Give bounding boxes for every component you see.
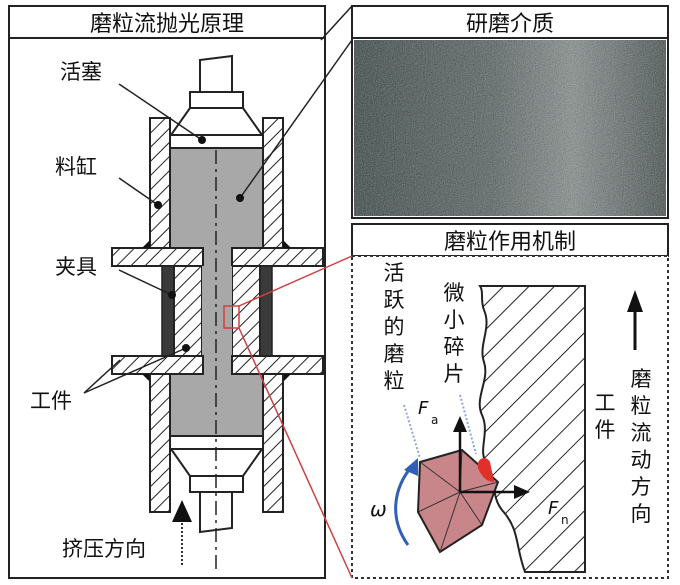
connector-line-top	[320, 5, 353, 41]
rotation-arrow-head	[404, 458, 418, 476]
fixture-plate-lower-left	[111, 355, 204, 375]
label-char: 碎	[444, 335, 465, 359]
label-char: 粒	[384, 369, 405, 393]
label-workpiece: 工件	[30, 389, 72, 413]
weld-mark	[142, 240, 150, 248]
label-char: 片	[444, 362, 465, 386]
label-workpiece-right: 工 件	[595, 391, 616, 442]
label-char: 动	[631, 448, 652, 472]
right-bottom-title-bar	[351, 223, 669, 257]
abrasive-medium-texture	[354, 40, 666, 216]
flow-arrow-head	[627, 290, 643, 312]
leader-line-workpiece-1	[83, 359, 121, 394]
fixture-clamp-left	[161, 265, 175, 357]
cylinder-wall-left-lower	[149, 373, 171, 513]
left-panel-title: 磨粒流抛光原理	[90, 12, 244, 37]
left-panel: 磨粒流抛光原理	[8, 5, 326, 579]
label-char: 磨	[384, 342, 405, 366]
fixture-clamp-right	[259, 265, 273, 357]
label-force-a-subscript: a	[431, 413, 438, 427]
label-char: 小	[444, 308, 465, 332]
label-char: 工	[595, 391, 616, 415]
extrusion-arrow-head	[172, 500, 192, 522]
force-n-arrow-head	[514, 485, 530, 499]
zoom-line-top	[238, 255, 353, 307]
fixture-plate-upper-right	[231, 247, 324, 267]
force-a-arrow-head	[453, 416, 467, 432]
workpiece-left	[173, 265, 203, 357]
left-panel-title-bar	[8, 5, 326, 39]
weld-mark	[142, 374, 150, 382]
label-char: 跃	[384, 288, 405, 312]
label-micro-chips: 微 小 碎 片	[444, 281, 465, 386]
label-char: 的	[384, 315, 405, 339]
leader-dot	[236, 194, 244, 202]
label-active-grain: 活 跃 的 磨 粒	[384, 261, 405, 393]
weld-mark	[283, 240, 291, 248]
workpiece-surface	[478, 285, 586, 573]
leader-dot	[182, 344, 190, 352]
right-top-title-bar	[351, 5, 669, 39]
label-cylinder: 料缸	[55, 155, 97, 179]
label-extrusion-direction: 挤压方向	[62, 537, 146, 561]
leader-dot	[168, 291, 176, 299]
label-char: 粒	[631, 394, 652, 418]
micro-chip	[477, 458, 494, 482]
rotation-arrow-arc	[394, 465, 414, 546]
pointer-active-grain	[403, 404, 421, 459]
label-force-n-subscript: n	[561, 513, 569, 527]
label-force-a: F	[418, 398, 429, 419]
label-piston: 活塞	[60, 60, 102, 84]
label-char: 活	[384, 261, 405, 285]
label-char: 流	[631, 421, 652, 445]
leader-dot	[198, 136, 206, 144]
leader-line-fixture	[118, 269, 173, 296]
label-char: 向	[631, 502, 652, 526]
fixture-plate-upper-left	[111, 247, 204, 267]
label-flow-direction: 磨 粒 流 动 方 向	[631, 367, 652, 526]
label-omega: ω	[370, 497, 387, 521]
label-char: 件	[595, 418, 616, 442]
leader-line-piston	[118, 83, 203, 141]
cylinder-wall-right-lower	[262, 373, 284, 513]
leader-line-medium	[239, 39, 353, 199]
right-top-panel: 研磨介质	[351, 5, 669, 219]
label-char: 磨	[631, 367, 652, 391]
fixture-plate-lower-right	[231, 355, 324, 375]
label-fixture: 夹具	[55, 255, 97, 279]
abrasive-medium-channel	[202, 266, 232, 356]
right-bottom-title: 磨粒作用机制	[444, 230, 576, 255]
piston-rod-collar	[189, 91, 244, 109]
weld-mark	[283, 374, 291, 382]
cylinder-wall-right-upper	[262, 117, 284, 249]
right-bottom-panel: 磨粒作用机制 活 跃 的 磨 粒 微 小	[351, 223, 669, 579]
label-char: 微	[444, 281, 465, 305]
zoom-line-bottom	[238, 327, 353, 579]
label-force-n: F	[548, 498, 559, 519]
leader-line-workpiece-2	[83, 347, 187, 394]
piston-rod-top	[199, 54, 233, 93]
leader-dot	[154, 201, 162, 209]
right-top-title: 研磨介质	[466, 12, 554, 37]
leader-line-cylinder	[118, 177, 159, 206]
piston	[169, 134, 264, 149]
label-char: 方	[631, 475, 652, 499]
detail-callout-box	[223, 305, 240, 329]
cylinder-wall-left-upper	[149, 117, 171, 249]
